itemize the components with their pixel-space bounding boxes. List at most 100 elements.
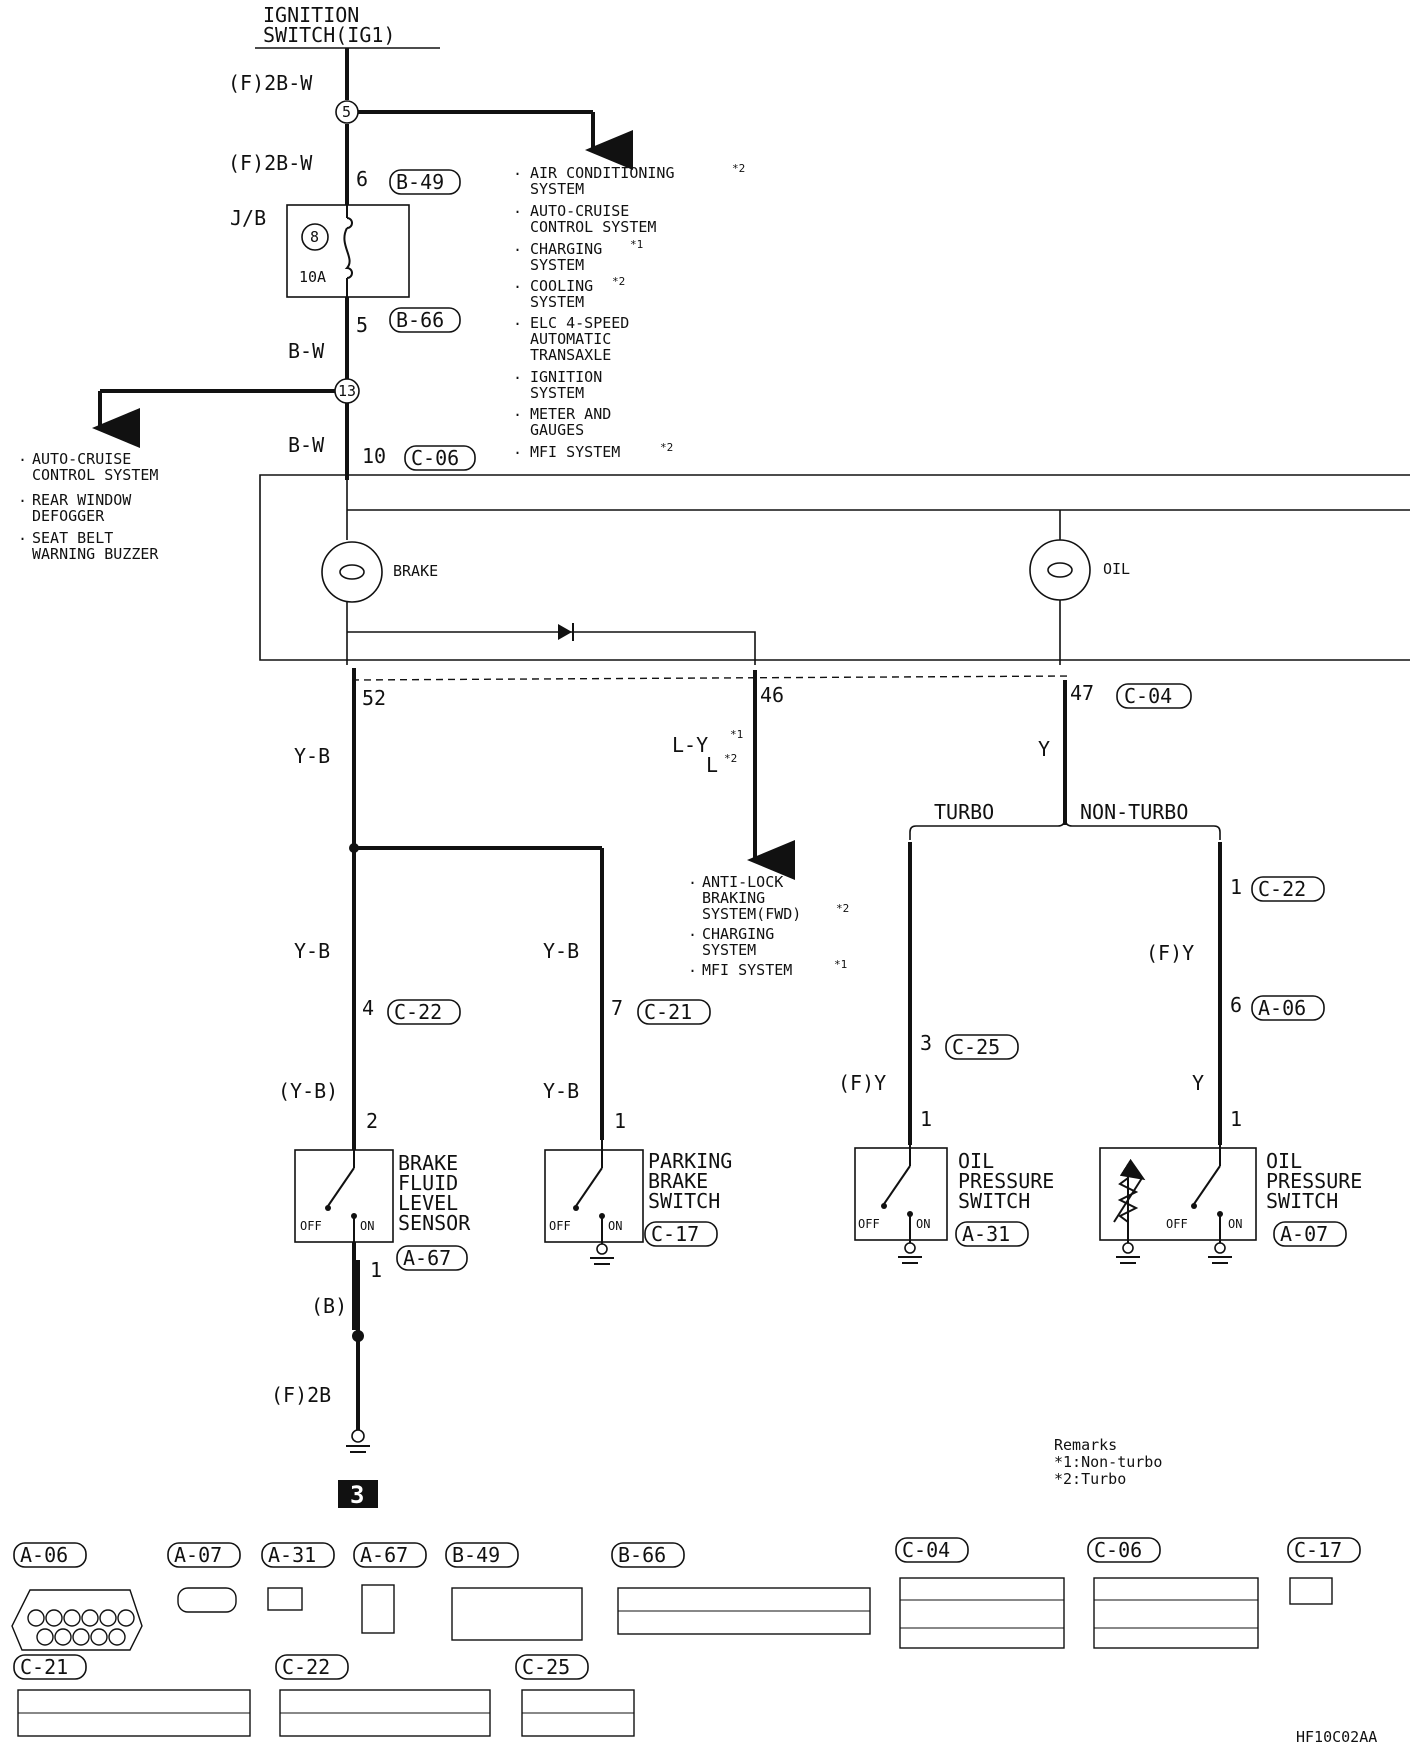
connector-label-a31a: A-31 — [955, 1221, 1029, 1247]
splice-13: 13 — [334, 378, 360, 404]
svg-text:OFF: OFF — [858, 1217, 880, 1231]
svg-text:FLUID: FLUID — [398, 1171, 458, 1195]
connector-view-c25: C-25 — [515, 1654, 635, 1737]
svg-text:·: · — [513, 444, 522, 462]
svg-text:BRAKE: BRAKE — [648, 1169, 708, 1193]
svg-text:GAUGES: GAUGES — [530, 421, 584, 439]
svg-text:SENSOR: SENSOR — [398, 1211, 471, 1235]
svg-text:PARKING: PARKING — [648, 1149, 732, 1173]
option-turbo: TURBO — [934, 800, 994, 824]
oil-pressure-switch-turbo: OFF ON — [854, 1140, 948, 1264]
connector-label-a67a: A-67 — [396, 1245, 468, 1271]
pin-4: 4 — [362, 996, 374, 1020]
wire-fy-nonturbo: (F)Y — [1146, 941, 1194, 965]
pin-1-a31: 1 — [920, 1107, 932, 1131]
wire-fy-turbo: (F)Y — [838, 1071, 886, 1095]
svg-text:C-21: C-21 — [644, 1000, 692, 1024]
svg-text:BRAKING: BRAKING — [702, 889, 765, 907]
connector-label-b49: B-49 — [389, 169, 461, 195]
connector-view-a07: A-07 — [167, 1542, 241, 1613]
svg-text:C-22: C-22 — [282, 1655, 330, 1679]
svg-text:ON: ON — [360, 1219, 374, 1233]
oil-warning-lamp: OIL — [1029, 539, 1130, 601]
svg-text:10A: 10A — [299, 268, 326, 286]
svg-text:·: · — [688, 926, 697, 944]
svg-text:*2: *2 — [660, 441, 673, 454]
connector-label-c22b: C-22 — [1251, 876, 1325, 902]
connector-label-a06a: A-06 — [1251, 995, 1325, 1021]
branch-list-left: · AUTO-CRUISE CONTROL SYSTEM · REAR WIND… — [18, 450, 159, 563]
wire-f2bw-top: (F)2B-W — [228, 71, 313, 95]
combination-meter-frame — [259, 474, 1410, 661]
branch-list-mid: · ANTI-LOCK BRAKING SYSTEM(FWD) *2 · CHA… — [688, 873, 849, 980]
svg-text:·: · — [513, 369, 522, 387]
bfls-label: BRAKE FLUID LEVEL SENSOR — [398, 1151, 471, 1235]
svg-text:OFF: OFF — [300, 1219, 322, 1233]
svg-text:A-07: A-07 — [1280, 1222, 1328, 1246]
ops1-label: OIL PRESSURE SWITCH — [958, 1149, 1054, 1213]
pin-1-c22b: 1 — [1230, 875, 1242, 899]
wire-f2bw-mid: (F)2B-W — [228, 151, 313, 175]
connector-view-a31: A-31 — [261, 1542, 335, 1611]
wire-b-paren: (B) — [311, 1294, 347, 1318]
svg-text:WARNING BUZZER: WARNING BUZZER — [32, 545, 159, 563]
svg-text:PRESSURE: PRESSURE — [1266, 1169, 1362, 1193]
source-title-1: IGNITION — [263, 3, 359, 27]
svg-text:·: · — [513, 315, 522, 333]
svg-text:*2: *2 — [724, 752, 737, 765]
svg-text:ON: ON — [1228, 1217, 1242, 1231]
wire-bw-2: B-W — [288, 433, 325, 457]
svg-text:Remarks: Remarks — [1054, 1436, 1117, 1454]
wire-yb-mid1: Y-B — [543, 939, 579, 963]
svg-text:SYSTEM: SYSTEM — [530, 293, 584, 311]
connector-view-c21: C-21 — [13, 1654, 251, 1737]
parking-brake-switch: OFF ON — [544, 1140, 644, 1265]
oil-pressure-switch-nonturbo: OFF ON — [1099, 1140, 1257, 1264]
svg-text:AUTOMATIC: AUTOMATIC — [530, 330, 611, 348]
pin-46: 46 — [760, 683, 784, 707]
svg-text:SYSTEM(FWD): SYSTEM(FWD) — [702, 905, 801, 923]
connector-label-c25a: C-25 — [945, 1034, 1019, 1060]
connector-view-c17: C-17 — [1287, 1537, 1361, 1605]
svg-text:*2: *2 — [612, 275, 625, 288]
svg-text:·: · — [18, 451, 27, 469]
svg-text:SYSTEM: SYSTEM — [530, 256, 584, 274]
svg-text:*1: *1 — [730, 728, 743, 741]
connector-label-b66: B-66 — [389, 307, 461, 333]
connector-view-a67: A-67 — [353, 1542, 427, 1634]
svg-text:·: · — [18, 492, 27, 510]
svg-text:MFI SYSTEM: MFI SYSTEM — [702, 961, 792, 979]
wire-yb-mid2: Y-B — [543, 1079, 579, 1103]
svg-text:PRESSURE: PRESSURE — [958, 1169, 1054, 1193]
svg-text:A-31: A-31 — [268, 1543, 316, 1567]
svg-text:C-17: C-17 — [1294, 1538, 1342, 1562]
connector-view-b66: B-66 — [611, 1542, 871, 1635]
connector-view-a06: A-06 — [11, 1542, 143, 1651]
brake-warning-lamp: BRAKE — [321, 541, 438, 603]
connector-c04-dashed — [351, 675, 1071, 681]
junction-block: 8 10A — [286, 204, 410, 298]
jb-pin-out: 5 — [356, 313, 368, 337]
svg-text:B-66: B-66 — [396, 308, 444, 332]
wire-l: L — [706, 753, 718, 777]
connector-label-c06: C-06 — [404, 445, 476, 471]
svg-text:·: · — [688, 962, 697, 980]
branch-list-top: · AIR CONDITIONING *2 SYSTEM · AUTO-CRUI… — [513, 162, 745, 462]
svg-text:A-07: A-07 — [174, 1543, 222, 1567]
connector-label-c17a: C-17 — [644, 1221, 718, 1247]
remarks: Remarks *1:Non-turbo *2:Turbo — [1054, 1436, 1162, 1488]
svg-text:OFF: OFF — [549, 1219, 571, 1233]
pin-1-a67: 1 — [370, 1258, 382, 1282]
svg-text:A-31: A-31 — [962, 1222, 1010, 1246]
svg-text:·: · — [513, 203, 522, 221]
diode — [558, 623, 574, 641]
svg-text:·: · — [513, 406, 522, 424]
svg-text:AUTO-CRUISE: AUTO-CRUISE — [32, 450, 131, 468]
svg-text:MFI SYSTEM: MFI SYSTEM — [530, 443, 620, 461]
svg-text:5: 5 — [342, 103, 351, 121]
svg-text:CONTROL SYSTEM: CONTROL SYSTEM — [32, 466, 158, 484]
svg-text:C-25: C-25 — [952, 1035, 1000, 1059]
svg-text:·: · — [513, 165, 522, 183]
svg-text:·: · — [513, 241, 522, 259]
